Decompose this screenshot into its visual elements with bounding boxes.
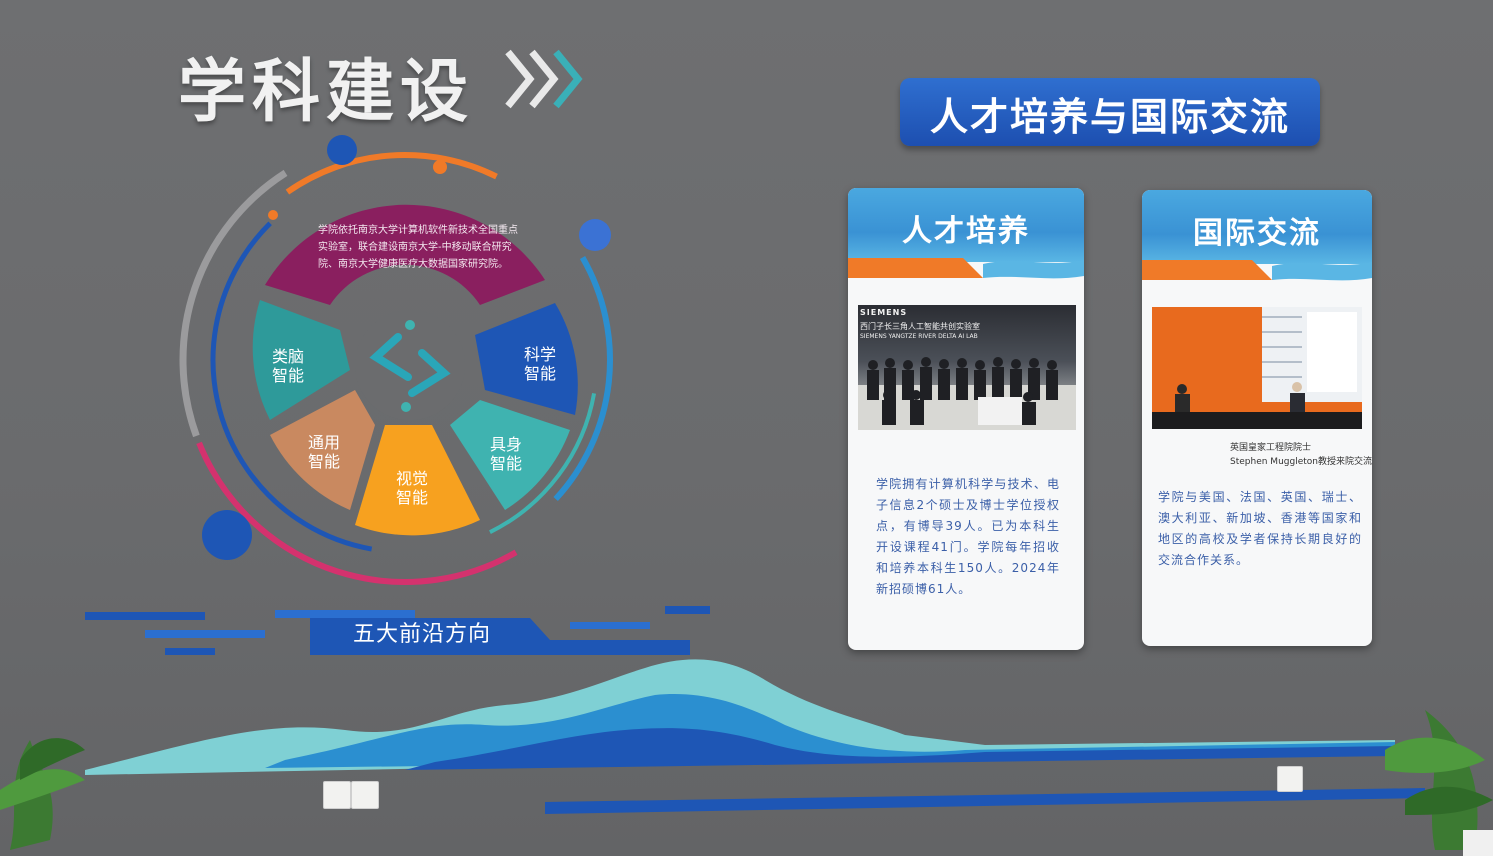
plant-right — [1385, 710, 1493, 856]
segment-label-science: 科学 智能 — [523, 345, 556, 383]
wall-socket — [1277, 766, 1303, 792]
wheel-labels: 类脑 智能 科学 智能 具身 智能 视觉 智能 通用 智能 — [170, 125, 640, 595]
mountain-decoration — [85, 659, 1395, 775]
segment-label-general: 通用 智能 — [307, 433, 340, 471]
panel-title: 国际交流 — [1193, 216, 1321, 251]
photo-caption-2: Stephen Muggleton教授来院交流 — [1230, 457, 1372, 467]
wheel-intro-text: 学院依托南京大学计算机软件新技术全国重点实验室，联合建设南京大学-中移动联合研究… — [318, 225, 518, 270]
photo-sign-lab: 西门子长三角人工智能共创实验室 — [860, 322, 980, 331]
panel-body-text: 学院拥有计算机科学与技术、电子信息2个硕士及博士学位授权点，有博导39人。已为本… — [876, 477, 1060, 596]
panel-body-text: 学院与美国、法国、英国、瑞士、澳大利亚、新加坡、香港等国家和地区的高校及学者保持… — [1158, 490, 1362, 567]
wall-socket — [351, 781, 379, 809]
banner-text: 五大前沿方向 — [352, 622, 491, 647]
segment-label-vision: 视觉 智能 — [395, 469, 428, 507]
photo-sign-brand: SIEMENS — [860, 308, 908, 317]
wall-socket — [323, 781, 351, 809]
segment-label-embodied: 具身 智能 — [489, 435, 522, 473]
section-title: 学科建设 — [178, 53, 475, 132]
panel-wave-decoration — [848, 258, 1084, 279]
panel-title: 人才培养 — [902, 214, 1030, 249]
panel-header — [848, 188, 1084, 262]
group-people — [858, 357, 1076, 430]
banner-ribbon — [85, 606, 710, 655]
lecture-photo — [1152, 307, 1362, 429]
section-header: 人才培养与国际交流 — [929, 95, 1290, 139]
photo-sign-lab-en: SIEMENS YANGTZE RIVER DELTA AI LAB — [860, 333, 978, 340]
segment-label-brain: 类脑 智能 — [271, 347, 304, 385]
lecture-scene — [1152, 307, 1362, 429]
header-pill — [900, 78, 1320, 146]
five-directions-wheel — [179, 134, 631, 586]
chevron-right-icon — [505, 49, 583, 109]
photo-caption-1: 英国皇家工程院院士 — [1230, 443, 1312, 453]
panel-wave-decoration — [1142, 260, 1372, 281]
floor-stripe — [545, 788, 1425, 814]
panel-header — [1142, 190, 1372, 264]
plant-left — [0, 738, 85, 850]
group-photo: SIEMENS 西门子长三角人工智能共创实验室 SIEMENS YANGTZE … — [858, 305, 1076, 430]
